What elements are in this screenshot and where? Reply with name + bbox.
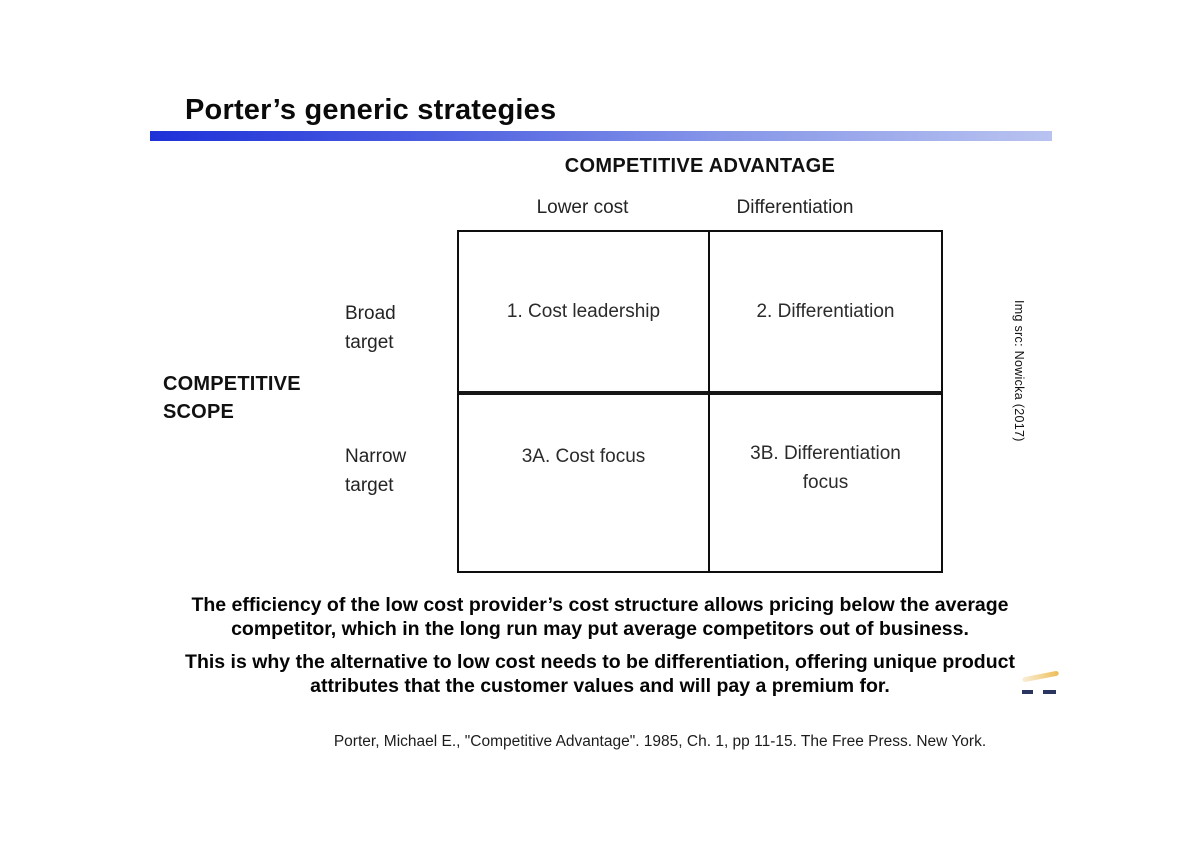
body-paragraph-low-cost-efficiency: The efficiency of the low cost provider’… xyxy=(191,594,1009,640)
strategy-matrix: 1. Cost leadership 2. Differentiation 3A… xyxy=(457,230,943,573)
matrix-cell-differentiation-focus: 3B. Differentiation focus xyxy=(710,395,941,571)
image-source-credit: Img src: Nowicka (2017) xyxy=(1012,300,1026,442)
matrix-cell-label: 1. Cost leadership xyxy=(506,300,661,322)
matrix-cell-cost-focus: 3A. Cost focus xyxy=(459,395,710,571)
title-accent-bar xyxy=(150,131,1052,141)
row-header-broad-target: Broad target xyxy=(345,303,396,353)
logo-dash-decoration xyxy=(1043,690,1056,694)
matrix-cell-label: 3B. Differentiation focus xyxy=(750,443,901,493)
matrix-cell-label: 2. Differentiation xyxy=(756,300,895,322)
matrix-cell-label: 3A. Cost focus xyxy=(521,446,646,467)
body-paragraph-differentiation-alternative: This is why the alternative to low cost … xyxy=(185,651,1015,697)
logo-dash-decoration xyxy=(1022,690,1033,694)
competitive-scope-axis-label: COMPETITIVE SCOPE xyxy=(163,373,301,423)
row-header-narrow-target: Narrow target xyxy=(345,446,407,496)
matrix-cell-cost-leadership: 1. Cost leadership xyxy=(459,232,710,395)
slide-title: Porter’s generic strategies xyxy=(185,94,557,126)
column-header-differentiation: Differentiation xyxy=(736,197,854,218)
matrix-cell-differentiation: 2. Differentiation xyxy=(710,232,941,395)
column-header-lower-cost: Lower cost xyxy=(536,197,629,218)
competitive-advantage-axis-label: COMPETITIVE ADVANTAGE xyxy=(564,155,836,177)
citation-text: Porter, Michael E., "Competitive Advanta… xyxy=(333,733,987,750)
